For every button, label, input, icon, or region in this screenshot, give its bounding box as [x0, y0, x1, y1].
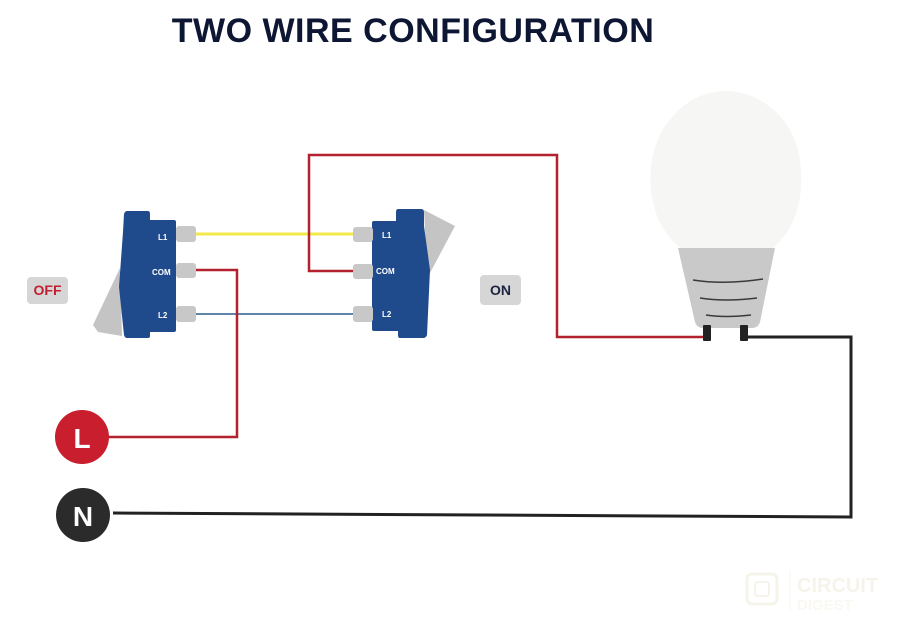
circuit-digest-watermark: CIRCUIT DIGEST: [745, 570, 878, 614]
live-node-label: L: [73, 423, 90, 454]
bulb-glass: [650, 91, 802, 249]
switch-left-rocker[interactable]: [93, 268, 122, 336]
switch-right-terminal-l2[interactable]: [353, 306, 373, 322]
switch-left-label-l1: L1: [158, 233, 168, 242]
bulb-base: [678, 248, 775, 328]
chip-icon-inner: [754, 581, 770, 597]
off-badge-label: OFF: [34, 282, 62, 298]
wire-neutral-bulb-to-n: [112, 335, 853, 519]
switch-left-body: [119, 211, 176, 338]
diagram-title: TWO WIRE CONFIGURATION: [171, 12, 655, 50]
live-node: L: [55, 410, 109, 464]
switch-right[interactable]: L1 COM L2: [353, 209, 455, 338]
bulb-pin-left: [703, 325, 711, 341]
switch-left-terminal-l2[interactable]: [176, 306, 196, 322]
wire-live-to-left-com: [107, 268, 239, 439]
on-badge-label: ON: [490, 282, 511, 298]
off-badge: OFF: [27, 277, 68, 304]
switch-right-terminal-com[interactable]: [353, 264, 373, 279]
watermark-line1: CIRCUIT: [797, 575, 878, 597]
neutral-node-label: N: [73, 501, 93, 532]
neutral-node-circle: [56, 488, 110, 542]
on-badge: ON: [480, 275, 521, 305]
bulb-pin-right: [740, 325, 748, 341]
switch-right-label-com: COM: [376, 267, 395, 276]
switch-right-label-l2: L2: [382, 310, 392, 319]
switch-right-body: [372, 209, 430, 338]
bulb-thread-line: [705, 314, 752, 318]
switch-right-label-l1: L1: [382, 231, 392, 240]
switch-right-rocker[interactable]: [424, 210, 455, 273]
wires: [107, 153, 853, 519]
wire-right-com-to-bulb: [307, 153, 706, 339]
switch-left-label-l2: L2: [158, 311, 168, 320]
watermark-line2: DIGEST: [797, 597, 853, 614]
light-bulb: [650, 91, 802, 341]
switch-left-label-com: COM: [152, 268, 171, 277]
live-node-circle: [55, 410, 109, 464]
switch-left-terminal-l1[interactable]: [176, 226, 196, 242]
bulb-thread-line: [699, 297, 758, 301]
chip-icon: [745, 572, 779, 606]
switch-left[interactable]: L1 COM L2: [93, 211, 196, 338]
bulb-thread-line: [692, 278, 764, 284]
switch-left-terminal-com[interactable]: [176, 263, 196, 278]
switch-right-terminal-l1[interactable]: [353, 227, 373, 242]
neutral-node: N: [56, 488, 110, 542]
